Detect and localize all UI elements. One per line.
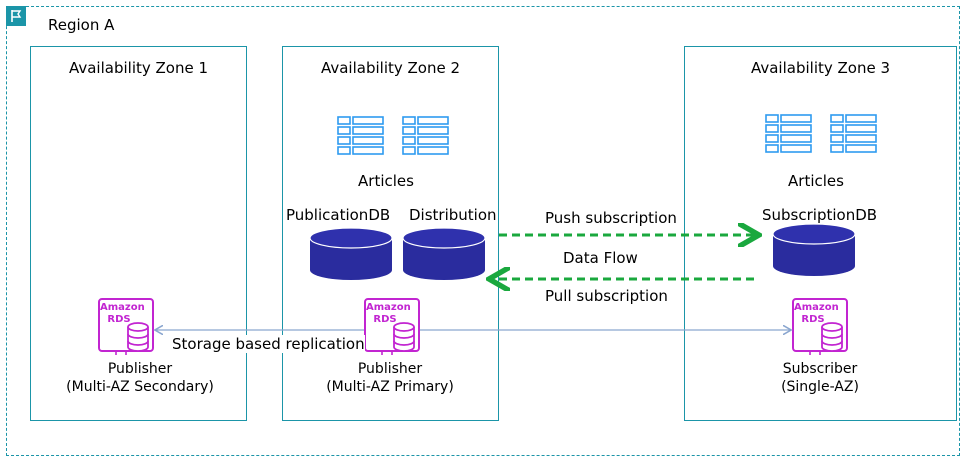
articles-label: Articles bbox=[358, 172, 414, 190]
table-icon bbox=[830, 114, 877, 153]
region-boundary bbox=[6, 6, 960, 456]
push-subscription-label: Push subscription bbox=[545, 209, 677, 227]
rds-logo-line1: Amazon bbox=[100, 302, 145, 313]
publicationdb-label: PublicationDB bbox=[286, 206, 391, 224]
publisher-secondary-caption: Publisher (Multi-AZ Secondary) bbox=[40, 360, 240, 396]
subscriber-name: Subscriber bbox=[782, 361, 858, 377]
rds-logo-text: Amazon RDS bbox=[366, 302, 411, 326]
region-label: Region A bbox=[48, 16, 115, 34]
database-icon bbox=[402, 227, 486, 281]
subscriber-role: (Single-AZ) bbox=[781, 379, 859, 395]
availability-zone-1: Availability Zone 1 bbox=[30, 46, 247, 421]
zone-title: Availability Zone 1 bbox=[68, 59, 209, 77]
subscriptiondb-label: SubscriptionDB bbox=[762, 206, 878, 224]
subscriber-caption: Subscriber (Single-AZ) bbox=[740, 360, 900, 396]
rds-logo-text: Amazon RDS bbox=[794, 302, 839, 326]
availability-zone-2: Availability Zone 2 bbox=[282, 46, 499, 421]
zone-title: Availability Zone 3 bbox=[750, 59, 891, 77]
distribution-label: Distribution bbox=[409, 206, 497, 224]
table-icon bbox=[337, 116, 384, 155]
publisher-role: (Multi-AZ Primary) bbox=[326, 379, 454, 395]
rds-logo-line1: Amazon bbox=[366, 302, 411, 313]
database-icon bbox=[772, 223, 856, 277]
rds-logo-text: Amazon RDS bbox=[100, 302, 145, 326]
rds-logo-line2: RDS bbox=[801, 314, 825, 325]
region-flag-icon bbox=[6, 6, 26, 26]
table-icon bbox=[402, 116, 449, 155]
database-icon bbox=[309, 227, 393, 281]
storage-replication-label: Storage based replication bbox=[172, 335, 365, 353]
table-icon bbox=[765, 114, 812, 153]
rds-logo-line2: RDS bbox=[107, 314, 131, 325]
rds-logo-line2: RDS bbox=[373, 314, 397, 325]
pull-subscription-label: Pull subscription bbox=[545, 287, 668, 305]
data-flow-label: Data Flow bbox=[563, 249, 638, 267]
publisher-name: Publisher bbox=[357, 361, 423, 377]
publisher-primary-caption: Publisher (Multi-AZ Primary) bbox=[300, 360, 480, 396]
publisher-role: (Multi-AZ Secondary) bbox=[66, 379, 214, 395]
rds-logo-line1: Amazon bbox=[794, 302, 839, 313]
publisher-name: Publisher bbox=[107, 361, 173, 377]
zone-title: Availability Zone 2 bbox=[320, 59, 461, 77]
articles-label: Articles bbox=[788, 172, 844, 190]
